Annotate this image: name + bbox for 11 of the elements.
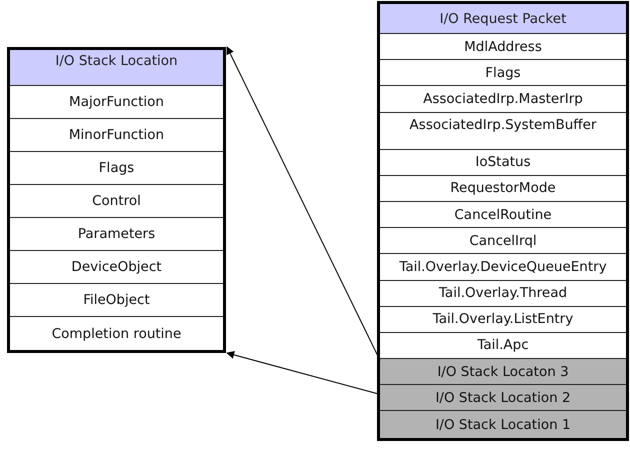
field-row: I/O Stack Locaton 3: [380, 359, 626, 386]
table-header: I/O Request Packet: [380, 4, 626, 34]
table-header: I/O Stack Location: [10, 50, 223, 86]
field-row: AssociatedIrp.SystemBuffer: [380, 112, 626, 150]
field-row: I/O Stack Location 2: [380, 385, 626, 412]
struct-table: [7, 47, 226, 353]
field-row: I/O Stack Location 1: [380, 411, 626, 438]
struct-table: [377, 1, 629, 441]
field-row: Tail.Overlay.Thread: [380, 280, 626, 307]
field-row: IoStatus: [380, 150, 626, 176]
field-row: Tail.Overlay.ListEntry: [380, 306, 626, 333]
